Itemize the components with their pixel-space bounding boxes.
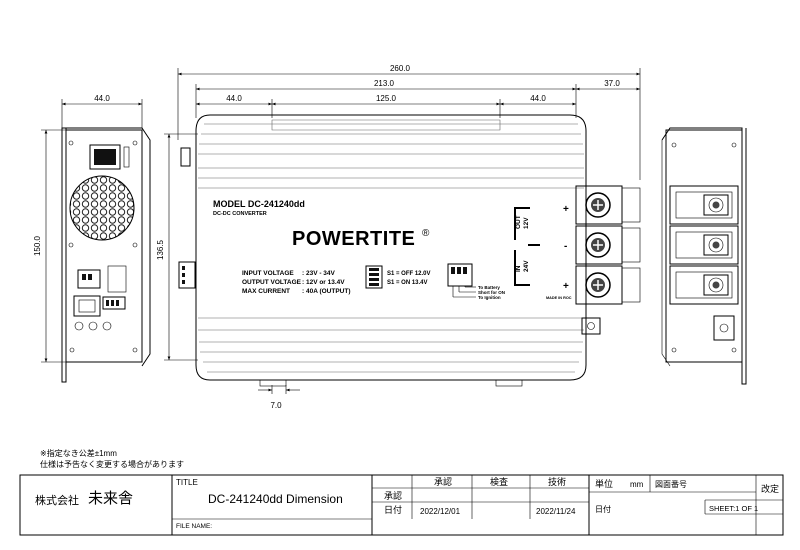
dim-foot-text: 7.0 — [270, 401, 282, 410]
power-switch — [94, 149, 116, 165]
brand-logo: POWERTITE — [292, 228, 415, 250]
spec-value-output: : 12V or 13.4V — [302, 279, 345, 286]
unit-value: mm — [630, 480, 644, 489]
spec-label-input: INPUT VOLTAGE — [242, 270, 294, 277]
side-bracket — [180, 147, 191, 167]
led-indicator-icon — [74, 321, 84, 331]
dim-side-height-text: 150.0 — [33, 235, 42, 256]
plus-input: + — [563, 281, 569, 292]
title-label: TITLE — [176, 478, 198, 487]
registered-mark: ® — [422, 228, 430, 239]
dim-left-offset-text: 44.0 — [226, 94, 242, 103]
drawing-title: DC-241240dd Dimension — [208, 492, 343, 506]
drawing-number-label: 図面番号 — [655, 479, 687, 489]
type-label: DC-DC CONVERTER — [213, 211, 267, 217]
dimension-foot-width: 7.0 — [258, 385, 300, 410]
tech-date: 2022/11/24 — [536, 507, 576, 516]
dim-body-height-text: 136.5 — [156, 239, 165, 260]
dim-side-width-text: 44.0 — [94, 94, 110, 103]
company-name: 未来舎 — [88, 490, 133, 507]
sheet-number: SHEET:1 OF 1 — [709, 504, 758, 513]
dim-overall-text: 260.0 — [390, 64, 411, 73]
remote-connector — [77, 269, 101, 289]
input-label: IN — [515, 265, 522, 272]
terminal-end-top — [669, 185, 739, 225]
dim-inner-text: 125.0 — [376, 94, 397, 103]
terminal-input-plus — [575, 265, 641, 305]
dim-terminal-text: 37.0 — [604, 79, 620, 88]
side-connector — [178, 261, 196, 289]
dimension-segments: 44.0 125.0 44.0 — [196, 94, 576, 118]
dip-switch-s1-icon — [365, 265, 383, 289]
mount-tab — [713, 315, 735, 341]
dip-switch-icon — [102, 296, 126, 310]
title-block: 株式会社 未来舎 TITLE DC-241240dd Dimension FIL… — [19, 474, 784, 536]
spec-label-output: OUTPUT VOLTAGE — [242, 279, 302, 286]
company-prefix: 株式会社 — [35, 493, 79, 507]
dimension-side-width: 44.0 — [61, 94, 143, 128]
note-tolerance: ※指定なき公差±1mm — [40, 448, 117, 458]
terminal-end-middle — [669, 225, 739, 265]
wire-label-short: Short for ON — [478, 290, 505, 295]
switch-note-on: S1 = ON 13.4V — [387, 280, 428, 286]
housing-outline — [195, 114, 587, 381]
header-approve: 承認 — [434, 476, 452, 487]
origin-label: MADE IN ROC — [546, 296, 572, 300]
note-spec-change: 仕様は予告なく変更する場合があります — [40, 459, 184, 469]
plus-output: + — [563, 204, 569, 215]
dimension-overall-length: 260.0 — [177, 64, 641, 180]
front-view: MODEL DC-241240dd DC-DC CONVERTER POWERT… — [178, 114, 641, 387]
wire-label-battery: To Battery — [478, 285, 500, 290]
dimension-body-height: 136.5 — [156, 133, 198, 361]
led-indicator-icon — [88, 321, 98, 331]
terminal-common-minus — [575, 225, 641, 265]
fan-grille-icon — [69, 175, 135, 241]
spec-label-current: MAX CURRENT — [242, 288, 290, 295]
dim-body-text: 213.0 — [374, 79, 395, 88]
spec-value-input: : 23V - 34V — [302, 270, 336, 277]
switch-note-off: S1 = OFF 12.0V — [387, 271, 431, 277]
header-tech: 技術 — [548, 476, 566, 487]
header-check: 検査 — [490, 476, 508, 487]
terminal-end-bottom — [669, 265, 739, 305]
minus-common: - — [564, 241, 567, 252]
output-voltage: 12V — [523, 217, 530, 229]
dimension-terminal-length: 37.0 — [576, 79, 640, 91]
file-name-label: FILE NAME: — [176, 523, 212, 530]
left-side-view — [61, 127, 151, 383]
power-switch-outline — [89, 144, 121, 170]
revision-label: 改定 — [761, 483, 779, 494]
row-approve: 承認 — [384, 490, 402, 501]
mount-tab — [581, 317, 601, 335]
right-side-view — [661, 127, 747, 385]
date-label: 日付 — [595, 504, 611, 514]
spec-value-current: : 40A (OUTPUT) — [302, 288, 351, 295]
wire-label-ignition: To Ignition — [478, 295, 501, 300]
terminal-output-plus — [575, 185, 641, 225]
input-voltage: 24V — [523, 260, 530, 272]
led-indicator-icon — [102, 321, 112, 331]
model-label: MODEL DC-241240dd — [213, 199, 305, 209]
output-label: OUT — [515, 215, 522, 229]
row-date: 日付 — [384, 505, 402, 515]
dim-right-offset-text: 44.0 — [530, 94, 546, 103]
terminal-block-icon — [447, 263, 473, 287]
approve-date: 2022/12/01 — [420, 507, 461, 516]
rj45-port-icon — [73, 295, 101, 317]
dimension-side-height: 150.0 — [33, 129, 68, 363]
unit-label: 単位 — [595, 478, 613, 489]
